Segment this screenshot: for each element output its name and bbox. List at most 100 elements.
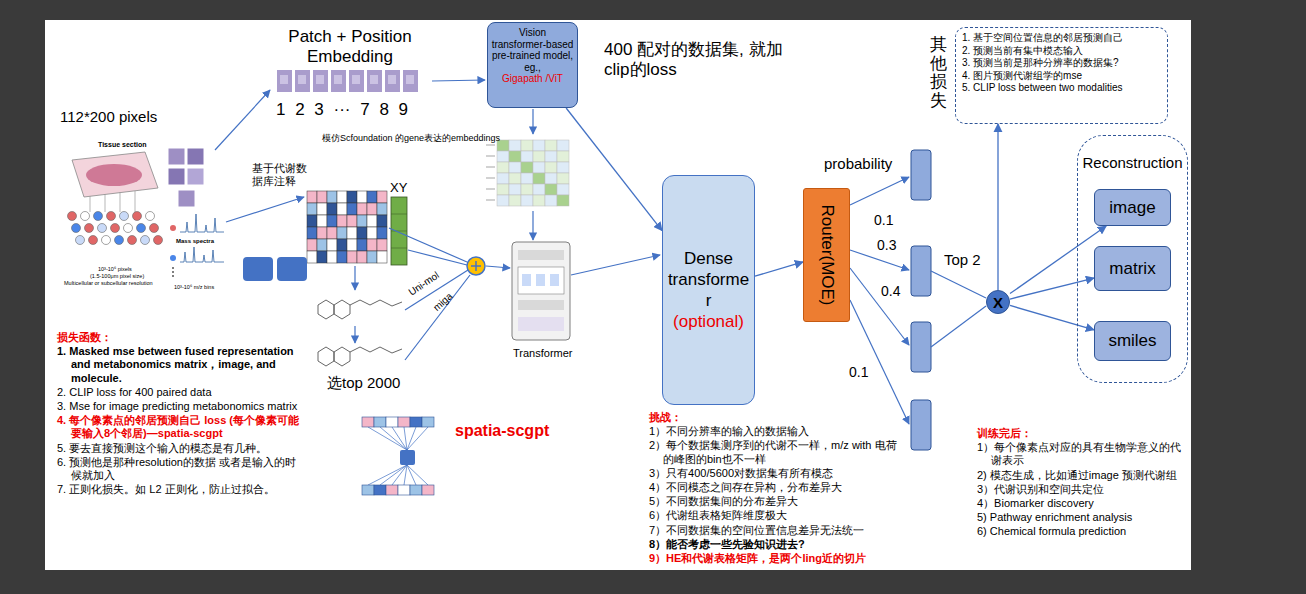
- tissue-figure: [120, 192, 121, 212]
- gene-selection-sketch: [407, 465, 416, 485]
- patch-row: [403, 70, 418, 92]
- attention-map: [533, 162, 545, 173]
- patch-row: [385, 70, 400, 92]
- gene-selection-sketch: [362, 417, 374, 427]
- flow-arrow: [408, 250, 467, 265]
- patch-row: [313, 70, 328, 92]
- matrix-grid: [377, 191, 387, 203]
- attention-map: [545, 195, 557, 206]
- heading-text: 其他损失: [930, 36, 947, 111]
- label-text: 400 配对的数据集, 就加clip的loss: [604, 40, 794, 81]
- pixel-grid: [141, 236, 150, 245]
- gene-selection-sketch: [362, 485, 374, 495]
- matrix-grid: [337, 227, 347, 239]
- attention-map: [545, 140, 557, 151]
- tissue-figure: [180, 214, 224, 232]
- pixel-grid: [68, 212, 77, 221]
- matrix-grid: [327, 227, 337, 239]
- matrix-grid: [347, 251, 357, 263]
- patch-row: [352, 75, 360, 84]
- label-text: probability: [824, 155, 892, 173]
- patch-row: [316, 75, 324, 84]
- expert-box: [911, 246, 931, 296]
- attention-map: [486, 200, 495, 201]
- gene-selection-sketch: [386, 417, 398, 427]
- pixel-grid: [68, 212, 163, 245]
- attention-map: [533, 195, 545, 206]
- patch-row: [367, 70, 382, 92]
- matrix-grid: [377, 251, 387, 263]
- pixel-grid: [124, 224, 133, 233]
- expert-box: [911, 150, 931, 450]
- label-text: 0.3: [876, 237, 896, 254]
- note-text: 7）不同数据集的空间位置信息差异无法统一: [649, 524, 901, 537]
- molecule-sketch: [318, 300, 334, 319]
- transformer-sketch: [550, 274, 559, 286]
- gene-selection-sketch: [362, 417, 434, 495]
- attention-map: [533, 151, 545, 162]
- attention-map: [497, 162, 509, 173]
- node-text: Dense transformer: [667, 248, 750, 312]
- xy-strip: [391, 248, 407, 249]
- gene-selection-sketch: [380, 465, 407, 485]
- matrix-grid: [317, 215, 327, 227]
- tissue-figure: [72, 148, 224, 277]
- attention-map: [509, 173, 521, 184]
- matrix-grid: [317, 251, 327, 263]
- molecule-sketch: [334, 300, 350, 319]
- slide: [45, 20, 1191, 570]
- matrix-grid: [347, 239, 357, 251]
- matrix-grid: [377, 215, 387, 227]
- gene-selection-sketch: [410, 417, 422, 427]
- transformer-sketch: [512, 242, 570, 340]
- flow-arrow: [850, 177, 909, 205]
- combine-symbol: [475, 261, 477, 271]
- connector-arrow: [1010, 226, 1106, 294]
- node-text: X: [993, 294, 1003, 311]
- patch-row: [385, 70, 400, 92]
- note-text: 6) Chemical formula prediction: [977, 525, 1189, 538]
- label-text: 112*200 pixels: [60, 108, 157, 126]
- label-text: spatia-scgpt: [455, 421, 549, 440]
- node-text: Gigapath /ViT: [491, 73, 574, 85]
- node-text: 5. CLIP loss between two modalities: [962, 82, 1161, 95]
- matrix-grid: [317, 239, 327, 251]
- attention-map: [533, 173, 545, 184]
- flow-arrow: [432, 80, 485, 81]
- note-text: 1. Masked mse between fused representati…: [57, 345, 302, 385]
- output-box: image: [1094, 189, 1171, 226]
- tissue-figure: [170, 225, 176, 231]
- text-column: 训练完后：1）每个像素点对应的具有生物学意义的代谢表示2) 模态生成，比如通过i…: [977, 427, 1189, 540]
- matrix-grid: [307, 215, 317, 227]
- tissue-figure: [170, 255, 176, 261]
- patch-row: [331, 70, 346, 92]
- attention-map: [521, 162, 533, 173]
- transformer-sketch: [518, 300, 564, 310]
- attention-map: [486, 189, 495, 190]
- tissue-figure: [168, 168, 185, 185]
- matrix-grid: [307, 191, 387, 263]
- attention-map: [497, 184, 509, 195]
- pixel-grid: [150, 224, 159, 233]
- matrix-grid: [357, 239, 367, 251]
- gene-selection-sketch: [407, 427, 416, 450]
- tissue-figure: [187, 148, 204, 165]
- transformer-sketch: [512, 242, 570, 340]
- token-squares: [243, 257, 273, 281]
- node-text: 4. 图片预测代谢组学的mse: [962, 70, 1161, 83]
- flow-arrow: [931, 271, 986, 298]
- flow-arrow: [354, 266, 355, 290]
- patch-row: [349, 70, 364, 92]
- note-text: 5. 要去直接预测这个输入的模态是有几种。: [57, 442, 302, 455]
- pixel-grid: [120, 212, 129, 221]
- matrix-grid: [357, 203, 367, 215]
- tissue-figure: [187, 168, 204, 185]
- attention-map: [557, 184, 569, 195]
- pixel-grid: [111, 224, 120, 233]
- attention-map: [533, 184, 545, 195]
- tissue-figure: [90, 196, 91, 212]
- matrix-grid: [317, 191, 327, 203]
- label-text: 10³-10⁶ m/z bins: [174, 284, 214, 291]
- tissue-figure: [172, 275, 174, 277]
